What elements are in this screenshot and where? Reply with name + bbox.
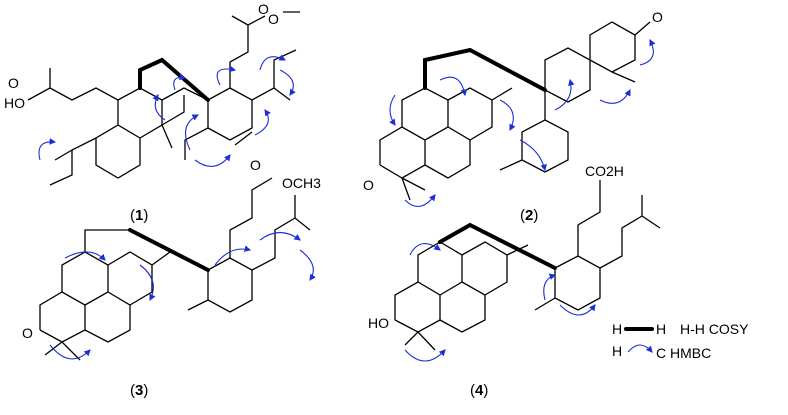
legend-hmbc-c: C [656,345,666,361]
legend-cosy-h1: H [612,321,622,337]
atom-o: O [258,1,269,17]
compound-label-2: (2) [520,207,538,224]
compound-label-4: (4) [470,382,488,399]
atom-o: O [652,9,663,25]
compound-2-structure: O O (2) [363,9,663,224]
legend-hmbc-arrow [627,344,653,353]
atom-o: O [250,157,261,173]
atom-o: O [8,75,19,91]
legend-hmbc-h: H [612,343,622,359]
compound-label-3: (3) [130,382,148,399]
compound-1-structure: HO O O O (1) [4,1,300,224]
legend-cosy-label: H-H COSY [680,321,749,337]
legend-cosy-h2: H [656,321,666,337]
atom-o: O [22,325,33,341]
legend-hmbc-label: HMBC [670,345,711,361]
legend: H H H-H COSY H C HMBC [612,321,749,361]
atom-o: O [363,177,374,193]
compound-label-1: (1) [130,207,148,224]
compound-3-structure: O O OCH3 (3) [22,157,321,399]
compound-4-structure: HO CO2H (4) [368,163,661,399]
atom-och3: OCH3 [282,175,321,191]
atom-o: O [268,11,279,27]
atom-ho: HO [4,95,25,111]
atom-ho: HO [368,315,389,331]
atom-co2h: CO2H [585,163,624,179]
